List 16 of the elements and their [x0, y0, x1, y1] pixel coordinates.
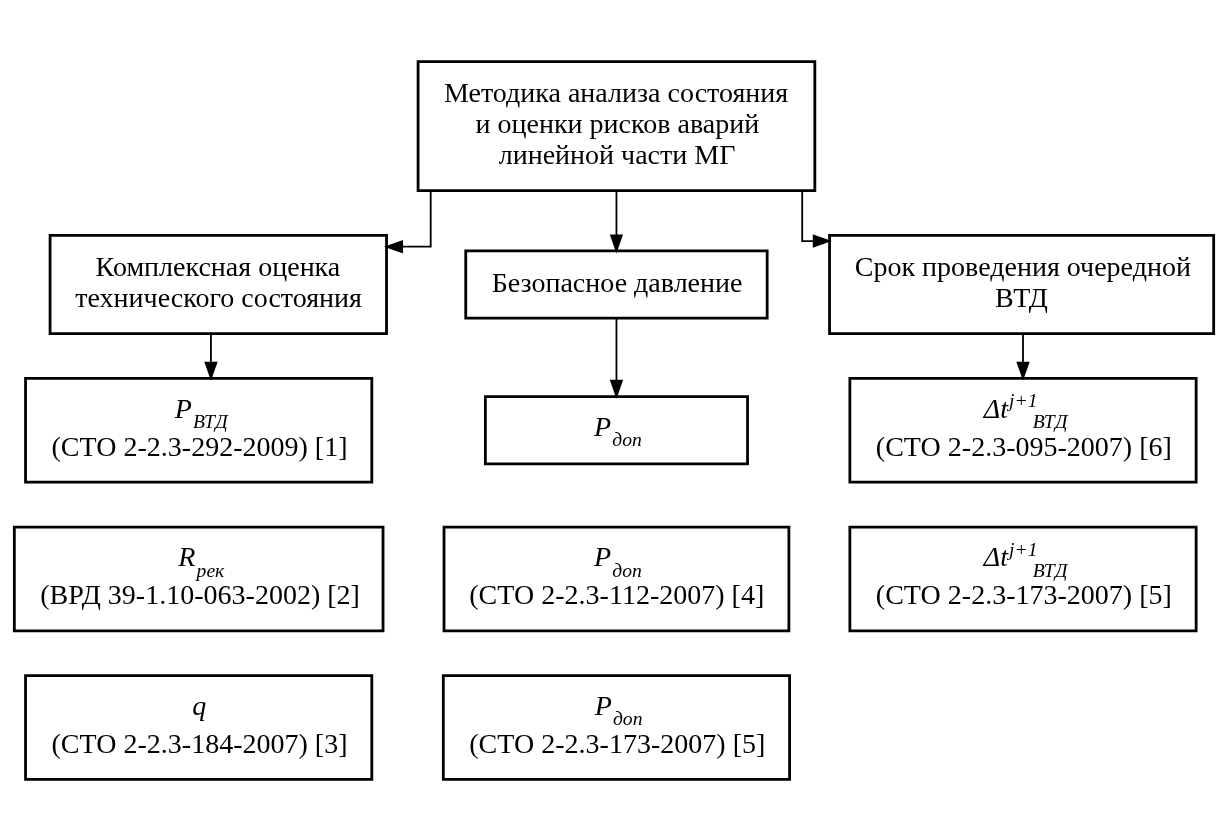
- arrow: [383, 189, 432, 253]
- node-box: R$_{рек}$ (ВРД 39-1.10-063-2002) [2]: [12, 525, 385, 632]
- arrow: [609, 316, 624, 399]
- node-box: Методика анализа состояния и оценки рисков аварий линейной части МГ: [416, 59, 817, 192]
- node-box: Безопасное давление: [464, 248, 769, 320]
- arrow: [801, 189, 832, 248]
- arrow: [609, 189, 624, 253]
- node-box: Комплексная оценка технического состояния: [48, 233, 388, 335]
- node-box: P$_{доп}$ (СТО 2-2.3-112-2007) [4]: [442, 525, 791, 632]
- node-box: P$_{ВТД}$ (СТО 2-2.3-292-2009) [1]: [24, 376, 374, 484]
- arrow: [1016, 332, 1030, 381]
- arrow: [204, 332, 218, 381]
- node-box: q (СТО 2-2.3-184-2007) [3]: [24, 673, 374, 781]
- node-box: P$_{доп}$ (СТО 2-2.3-173-2007) [5]: [441, 673, 791, 781]
- node-box: Срок проведения очередной ВТД: [828, 233, 1216, 335]
- node-box: P$_{доп}$: [483, 394, 749, 465]
